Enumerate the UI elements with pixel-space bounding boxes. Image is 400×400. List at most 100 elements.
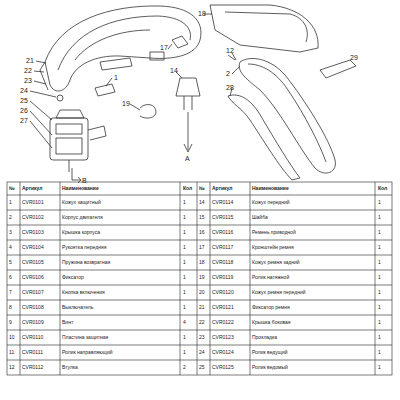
table-cell: Крышка корпуса xyxy=(62,230,100,235)
table-cell: 1 xyxy=(378,275,381,280)
table-cell: 10 xyxy=(9,335,15,340)
callout-number: 12 xyxy=(226,47,234,54)
table-cell: 4 xyxy=(9,245,12,250)
table-cell: Ролик ведомый xyxy=(252,365,288,370)
table-cell: Рукоятка передняя xyxy=(62,245,106,250)
table-cell: 7 xyxy=(9,290,12,295)
table-header: № xyxy=(9,186,15,191)
table-cell: 4 xyxy=(183,320,186,325)
table-cell: 1 xyxy=(378,365,381,370)
table-cell: 1 xyxy=(378,335,381,340)
callout-number: 19 xyxy=(122,100,130,107)
table-cell: 1 xyxy=(183,275,186,280)
table-cell: CVR0111 xyxy=(22,350,43,355)
table-cell: 1 xyxy=(378,215,381,220)
table-header: № xyxy=(199,186,205,191)
table-cell: CVR0114 xyxy=(212,200,233,205)
table-cell: Пластина защитная xyxy=(62,335,108,340)
table-cell: Выключатель xyxy=(62,305,93,310)
table-cell: 17 xyxy=(199,245,205,250)
callout-number: 21 xyxy=(26,57,34,64)
table-cell: 1 xyxy=(378,245,381,250)
table-cell: Кожух защитный xyxy=(62,200,101,205)
table-cell: CVR0101 xyxy=(22,200,44,205)
table-cell: CVR0115 xyxy=(212,215,233,220)
callout-number: 1 xyxy=(114,74,118,81)
table-cell: CVR0118 xyxy=(212,260,233,265)
table-cell: Фиксатор ремня xyxy=(252,305,290,310)
callout-number: 23 xyxy=(24,77,32,84)
table-cell: 1 xyxy=(378,320,381,325)
table-cell: 15 xyxy=(199,215,205,220)
table-cell: CVR0116 xyxy=(212,230,233,235)
table-cell: Кожух передний xyxy=(252,200,290,205)
table-cell: 21 xyxy=(199,305,205,310)
table-cell: 1 xyxy=(9,200,12,205)
callout-number: 18 xyxy=(198,10,206,17)
table-cell: Шайба xyxy=(252,215,268,220)
table-cell: 1 xyxy=(183,200,186,205)
table-cell: CVR0124 xyxy=(212,350,234,355)
table-cell: CVR0108 xyxy=(22,305,44,310)
table-cell: 5 xyxy=(9,260,12,265)
table-header: Наименование xyxy=(62,186,99,191)
table-header: Кол xyxy=(183,186,192,191)
table-cell: 1 xyxy=(183,350,186,355)
table-header: Артикул xyxy=(212,186,233,191)
table-cell: 8 xyxy=(9,305,12,310)
table-cell: 18 xyxy=(199,260,205,265)
table-cell: 6 xyxy=(9,275,12,280)
table-cell: Ролик натяжной xyxy=(252,275,289,280)
table-cell: Крышка боковая xyxy=(252,320,291,325)
table-cell: 22 xyxy=(199,320,205,325)
table-cell: Пружина возвратная xyxy=(62,260,110,265)
table-cell: CVR0104 xyxy=(22,245,44,250)
table-cell: 1 xyxy=(183,260,186,265)
table-cell: 2 xyxy=(183,365,186,370)
callout-number: 24 xyxy=(20,87,28,94)
table-cell: 23 xyxy=(199,335,205,340)
table-cell: CVR0112 xyxy=(22,365,43,370)
callout-number: 29 xyxy=(350,54,358,61)
table-header: Кол xyxy=(378,186,387,191)
table-cell: Кронштейн ремня xyxy=(252,245,294,250)
table-cell: 11 xyxy=(9,350,14,355)
table-cell: CVR0123 xyxy=(212,335,234,340)
table-cell: Прокладка xyxy=(252,335,277,340)
callout-number: 28 xyxy=(226,84,234,91)
table-cell: 20 xyxy=(199,290,205,295)
callout-number: 2 xyxy=(226,70,230,77)
callout-number: 17 xyxy=(160,44,168,51)
table-cell: CVR0120 xyxy=(212,290,234,295)
table-cell: 1 xyxy=(378,230,381,235)
table-cell: Кожух ремня задний xyxy=(252,260,300,265)
table-cell: 1 xyxy=(183,215,186,220)
table-cell: Кожух ремня передний xyxy=(252,290,306,295)
table-cell: CVR0110 xyxy=(22,335,43,340)
table-cell: CVR0106 xyxy=(22,275,44,280)
table-cell: CVR0107 xyxy=(22,290,44,295)
table-cell: 1 xyxy=(183,305,186,310)
table-cell: 25 xyxy=(199,365,205,370)
table-cell: 1 xyxy=(183,230,186,235)
callout-number: 22 xyxy=(24,67,32,74)
table-cell: Винт xyxy=(62,320,73,325)
table-cell: CVR0105 xyxy=(22,260,44,265)
table-cell: 1 xyxy=(378,350,381,355)
table-cell: 14 xyxy=(199,200,205,205)
table-cell: 12 xyxy=(9,365,15,370)
table-cell: 24 xyxy=(199,350,205,355)
table-cell: 1 xyxy=(183,335,186,340)
table-cell: 1 xyxy=(378,305,381,310)
table-cell: CVR0119 xyxy=(212,275,233,280)
table-cell: 1 xyxy=(183,290,186,295)
table-cell: 1 xyxy=(378,290,381,295)
table-cell: 9 xyxy=(9,320,12,325)
table-cell: CVR0125 xyxy=(212,365,234,370)
table-cell: Фиксатор xyxy=(62,275,84,280)
table-cell: CVR0109 xyxy=(22,320,44,325)
callout-number: B xyxy=(82,177,87,184)
table-cell: CVR0122 xyxy=(212,320,234,325)
table-cell: 16 xyxy=(199,230,205,235)
